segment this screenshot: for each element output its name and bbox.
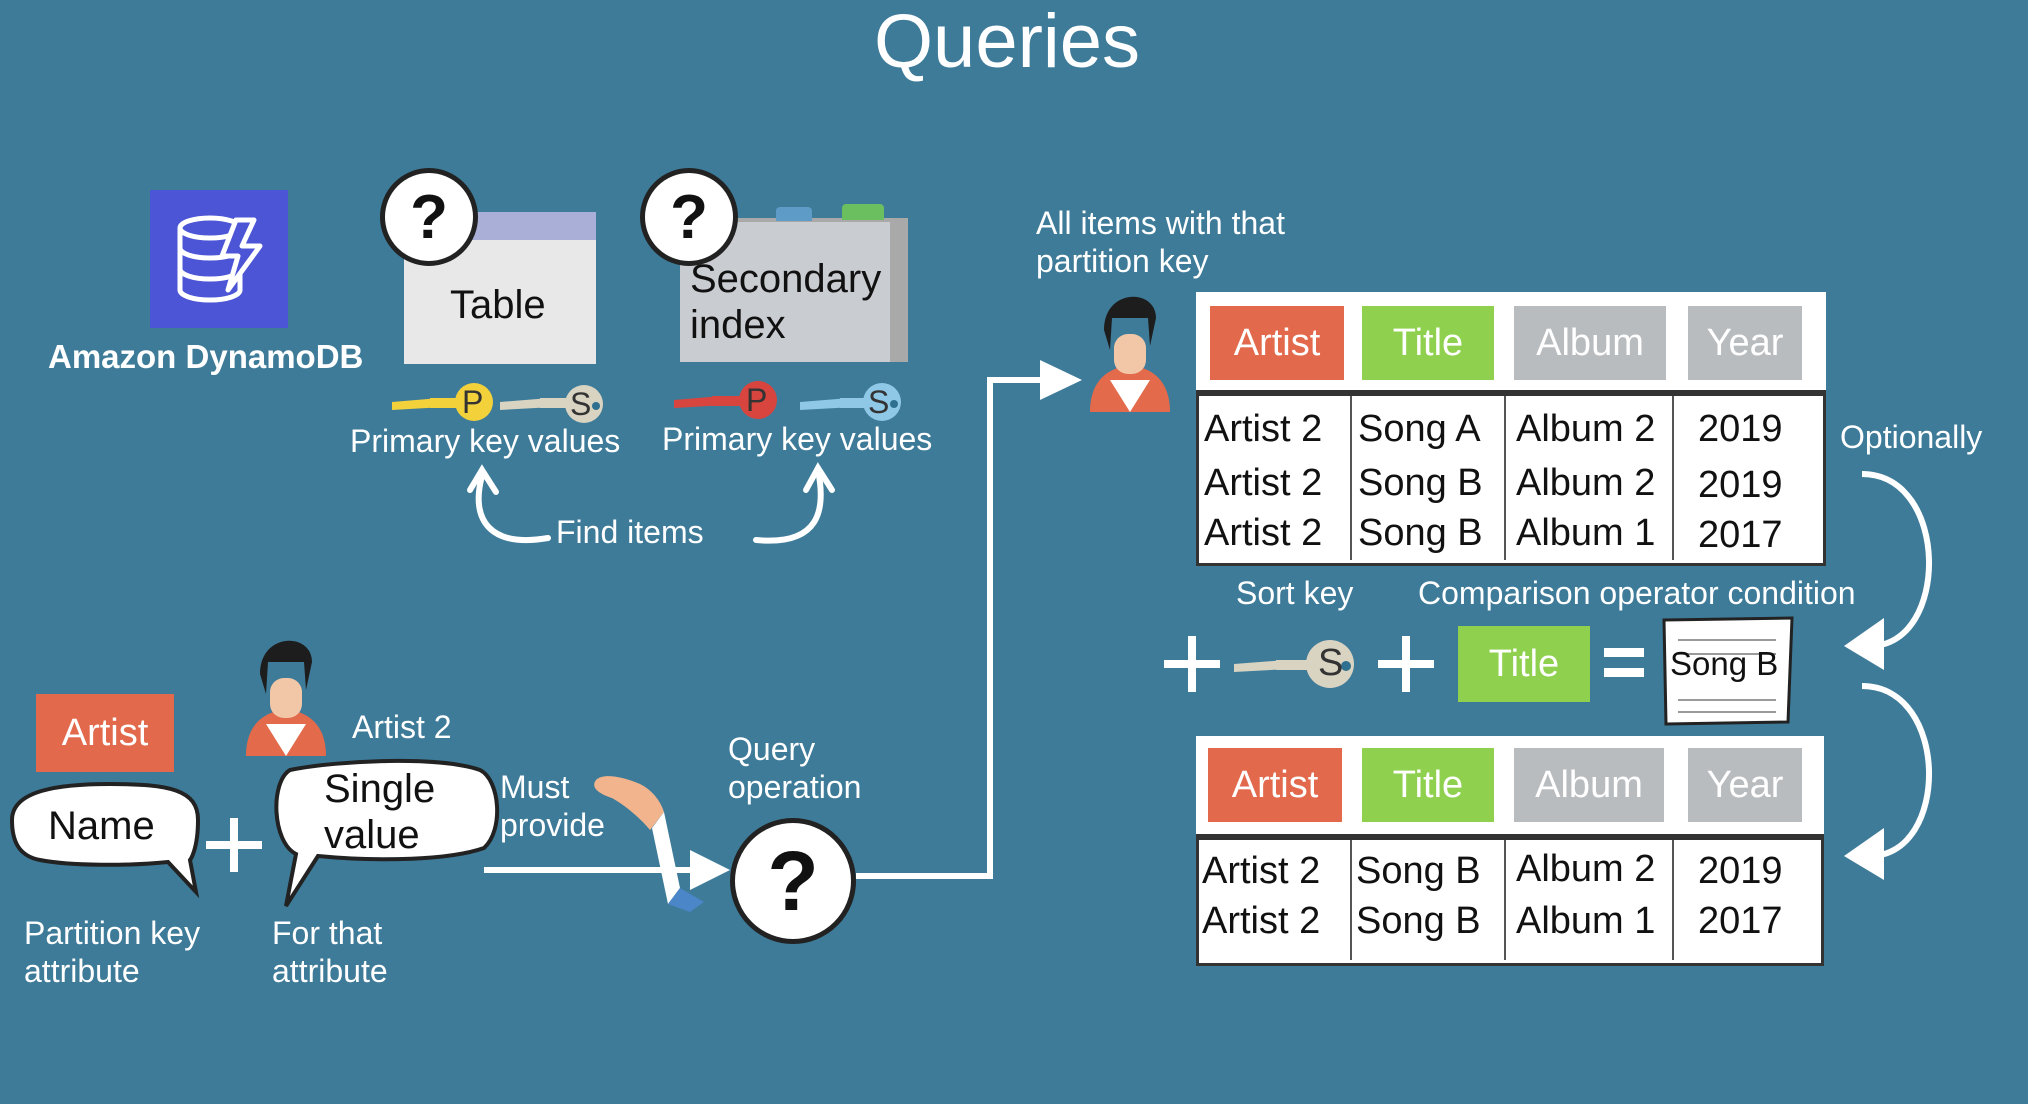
sort-key-letter: S [868, 384, 890, 420]
table-cell: Song B [1356, 850, 1481, 892]
table-cell: Artist 2 [1204, 462, 1323, 504]
column-divider [1504, 840, 1506, 960]
table-cell: 2019 [1698, 408, 1783, 450]
comparison-label: Comparison operator condition [1418, 575, 1856, 611]
column-divider [1350, 840, 1352, 960]
header-artist: Artist [1208, 748, 1342, 822]
must-provide-line2: provide [500, 807, 605, 843]
table-cell: Artist 2 [1204, 512, 1323, 554]
partition-caption-line1: Partition key [24, 915, 201, 951]
partition-key-icon [392, 383, 493, 421]
table-cell: Song B [1356, 900, 1481, 942]
table-cell: Album 1 [1516, 900, 1656, 942]
header-artist: Artist [1210, 306, 1344, 380]
sort-key-icon [500, 385, 603, 423]
table-cell: Song B [1358, 512, 1483, 554]
page-title: Queries [873, 0, 1141, 84]
table-cell: 2017 [1698, 900, 1783, 942]
sort-key-icon [800, 383, 901, 421]
table-cell: Artist 2 [1202, 900, 1321, 942]
document-icon [1662, 616, 1794, 726]
condition-value: Song B [1670, 645, 1779, 682]
artist-attribute-tag: Artist [36, 694, 174, 772]
dynamodb-logo [150, 190, 288, 328]
sort-key-label: Sort key [1236, 575, 1354, 611]
query-flow-arrows [484, 377, 1932, 879]
index-tab-blue [776, 207, 812, 221]
condition-sort-key-icon [1234, 640, 1354, 688]
single-value-bubble [274, 758, 499, 908]
header-title: Title [1362, 748, 1494, 822]
query-label-line2: operation [728, 769, 862, 805]
table-cell: Album 2 [1516, 408, 1656, 450]
table-cell: 2019 [1698, 464, 1783, 506]
table-key-caption: Primary key values [350, 423, 621, 459]
condition-title-tag: Title [1458, 626, 1590, 702]
header-album: Album [1514, 306, 1666, 380]
attribute-caption-line2: attribute [272, 953, 388, 989]
table-cell: 2017 [1698, 514, 1783, 556]
top-result-caption-line2: partition key [1036, 243, 1209, 279]
partition-key-icon [674, 381, 777, 419]
table-question-icon: ? [380, 168, 478, 266]
artist-value-label: Artist 2 [352, 709, 452, 745]
name-bubble-label: Name [48, 804, 155, 848]
single-value-line1: Single [324, 767, 436, 811]
find-items-label: Find items [556, 514, 704, 550]
partition-caption-line2: attribute [24, 953, 140, 989]
sort-key-letter: S [570, 386, 592, 422]
partition-key-letter: P [746, 382, 768, 418]
attribute-caption-line1: For that [272, 915, 383, 951]
must-provide-line1: Must [500, 769, 570, 805]
table-cell: Artist 2 [1202, 850, 1321, 892]
table-cell: Song B [1358, 462, 1483, 504]
query-label-line1: Query [728, 731, 816, 767]
arrowheads [690, 360, 1884, 890]
query-operation-icon: ? [730, 818, 856, 944]
index-tab-green [842, 204, 884, 220]
header-year: Year [1688, 748, 1802, 822]
table-cell: Album 1 [1516, 512, 1656, 554]
top-result-caption-line1: All items with that [1036, 205, 1285, 241]
name-bubble [9, 781, 201, 899]
table-cell: Artist 2 [1204, 408, 1323, 450]
equals-sign [1604, 648, 1644, 677]
index-card-label-line2: index [690, 303, 786, 347]
condition-sort-letter: S [1318, 642, 1344, 684]
user-avatar [1090, 296, 1170, 412]
table-cell: 2019 [1698, 850, 1783, 892]
table-cell: Album 2 [1516, 462, 1656, 504]
column-divider [1504, 396, 1506, 560]
plus-signs [206, 636, 1434, 872]
header-title: Title [1362, 306, 1494, 380]
index-question-icon: ? [640, 168, 738, 266]
index-card-label-line1: Secondary [690, 257, 882, 301]
index-key-caption: Primary key values [662, 421, 933, 457]
header-album: Album [1514, 748, 1664, 822]
partition-key-letter: P [462, 384, 484, 420]
find-items-arrows [467, 462, 835, 544]
optionally-label: Optionally [1840, 419, 1983, 455]
header-year: Year [1688, 306, 1802, 380]
hand-icon [594, 776, 704, 912]
dynamodb-database-icon [177, 215, 263, 303]
column-divider [1672, 396, 1674, 560]
column-divider [1350, 396, 1352, 560]
column-divider [1672, 840, 1674, 960]
table-card-label: Table [450, 283, 546, 327]
table-cell: Album 2 [1516, 848, 1656, 890]
single-value-line2: value [324, 813, 420, 857]
logo-caption: Amazon DynamoDB [48, 338, 364, 375]
table-cell: Song A [1358, 408, 1481, 450]
user-avatar [246, 640, 326, 756]
